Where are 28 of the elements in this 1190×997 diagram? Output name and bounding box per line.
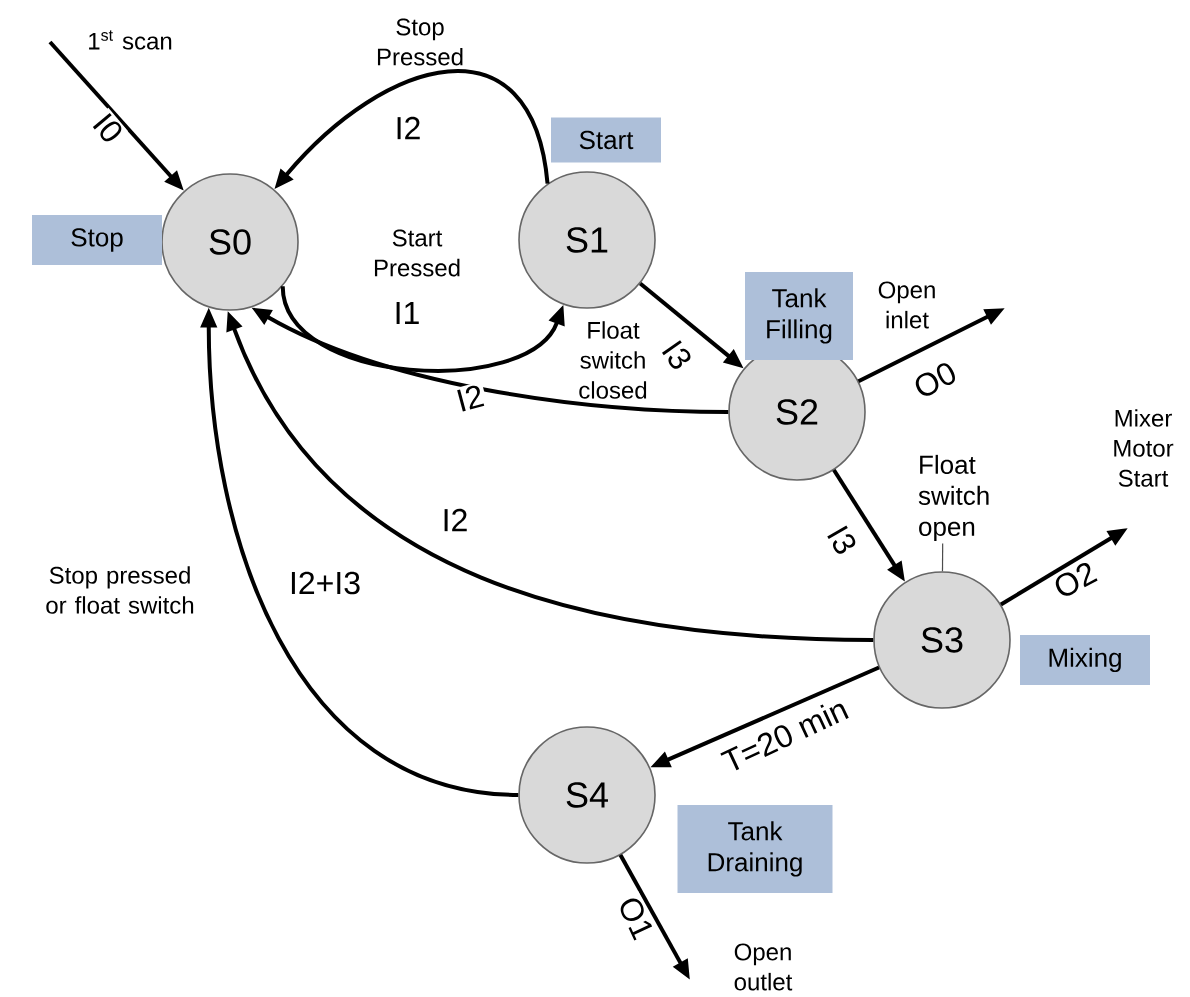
annotation-text: Float switch open: [918, 454, 989, 542]
state-tag-box: Start: [551, 117, 661, 163]
edge-label: I0: [87, 107, 129, 149]
edge-label: I3: [822, 520, 862, 560]
annotation-text: Mixer Motor Start: [1114, 409, 1174, 487]
edge-label: O0: [908, 357, 962, 403]
edge-label: I3: [657, 334, 697, 376]
edge-label: O1: [614, 891, 658, 945]
edge-label: O2: [1048, 557, 1102, 603]
arrow: [280, 285, 565, 373]
edge-label: I2: [439, 506, 471, 534]
edge-label: I2: [392, 114, 424, 142]
state-tag-box: Stop: [32, 215, 162, 265]
state-tag-box: Mixing: [1020, 635, 1150, 685]
edge-label: I2+I3: [286, 569, 364, 597]
leader-line: [941, 542, 944, 572]
annotation-text: Stop pressed or float switch: [46, 566, 194, 614]
annotation-text: Open outlet: [734, 943, 793, 991]
edge-label: I2: [451, 381, 489, 415]
annotation-text: Open inlet: [878, 281, 935, 329]
annotation-text: Start Pressed: [374, 229, 460, 277]
state-tag-box: Tank Filling: [745, 272, 853, 360]
annotation-text: 1$^{st}$ scan: [89, 30, 172, 50]
edge-label: I1: [391, 300, 423, 326]
edge-label: T=20 min: [716, 693, 854, 777]
annotation-text: Stop Pressed: [377, 18, 463, 66]
state-tag-box: Tank Draining: [677, 805, 833, 893]
annotation-text: Float switch closed: [579, 321, 647, 399]
